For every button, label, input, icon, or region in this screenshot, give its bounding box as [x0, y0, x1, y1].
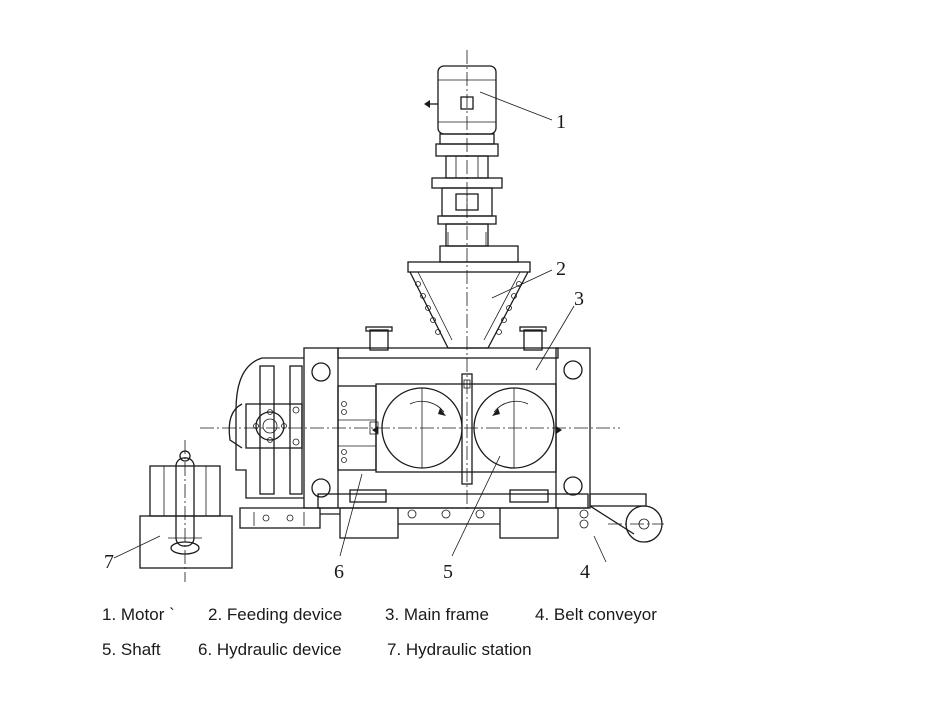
- hydraulic-station: [139, 450, 233, 569]
- legend-item-feeding-device: 2. Feeding device: [208, 605, 343, 624]
- legend-item-main-frame: 3. Main frame: [385, 605, 489, 624]
- motor: [424, 65, 519, 263]
- callout-6: 6: [334, 561, 344, 583]
- callouts: 1 2 3 4 5 6 7: [104, 111, 590, 583]
- callout-5: 5: [443, 561, 453, 583]
- callout-2: 2: [556, 258, 566, 280]
- centre-lines: [184, 50, 664, 582]
- callout-1: 1: [556, 111, 566, 133]
- leader-lines: [113, 91, 607, 563]
- callout-4: 4: [580, 561, 590, 583]
- gearbox: [228, 357, 304, 499]
- legend-item-shaft: 5. Shaft: [102, 640, 161, 659]
- legend-item-hydraulic-station: 7. Hydraulic station: [387, 640, 532, 659]
- legend-item-motor: 1. Motor `: [102, 605, 175, 624]
- main-frame: [303, 326, 591, 539]
- callout-3: 3: [574, 288, 584, 310]
- legend-item-hydraulic-device: 6. Hydraulic device: [198, 640, 342, 659]
- legend-item-belt-conveyor: 4. Belt conveyor: [535, 605, 657, 624]
- callout-7: 7: [104, 551, 114, 573]
- belt-conveyor: [239, 493, 663, 543]
- feeding-device: [407, 261, 531, 349]
